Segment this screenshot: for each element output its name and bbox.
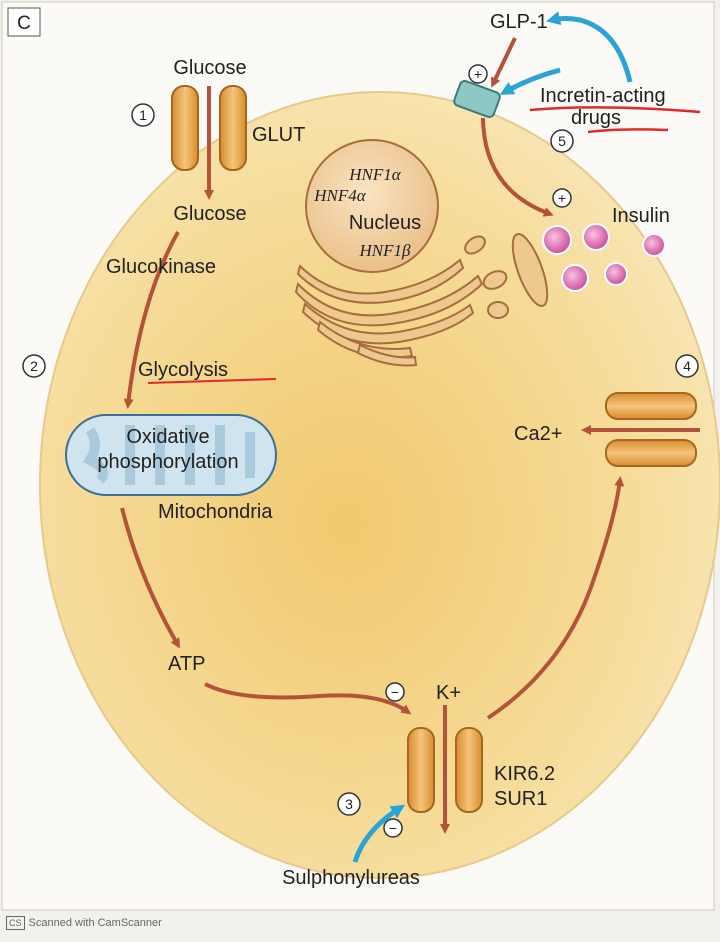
atp-production-arrow (120, 507, 181, 649)
incretin-underline-2 (587, 128, 669, 134)
step-2-marker: 2 (22, 354, 46, 378)
insulin-label: Insulin (612, 205, 670, 227)
incretin-underline-1 (529, 106, 701, 114)
panel-letter-box: C (7, 7, 41, 37)
hnf4a-label: HNF4α (313, 186, 367, 205)
minus-sulpho-circle (383, 818, 403, 838)
mitochondrion (65, 414, 277, 496)
incretin-label-line2: drugs (571, 107, 621, 129)
calcium-label-text: Ca2+ (514, 423, 562, 445)
glucokinase-label: Glucokinase (106, 256, 216, 278)
katp-channel (407, 727, 483, 813)
mitochondria-label: Mitochondria (158, 501, 273, 523)
step-3-marker: 3 (337, 792, 361, 816)
camscanner-logo: CS (6, 916, 25, 930)
scanner-footer: CS Scanned with CamScanner (6, 916, 162, 930)
calcium-channel (605, 392, 697, 467)
glp1-label: GLP-1 (490, 11, 548, 33)
receptor-to-insulin-arrow (481, 117, 554, 217)
oxidative-label: Oxidative (126, 426, 209, 448)
minus-sulpho-sign: − (389, 820, 397, 836)
nucleus-label: Nucleus (349, 212, 421, 234)
step-5-number: 5 (558, 133, 566, 149)
nucleus (305, 139, 439, 273)
plus-insulin-circle (552, 188, 572, 208)
endoplasmic-reticulum (294, 233, 549, 367)
step-4-number: 4 (683, 358, 691, 374)
atp-label: ATP (168, 653, 205, 675)
glp1-binding-arrow (491, 37, 517, 88)
panel-letter: C (17, 13, 31, 34)
glycolysis-label: Glycolysis (138, 359, 228, 381)
sulphonylureas-label: Sulphonylureas (282, 867, 420, 889)
sur-label: SUR1 (494, 788, 547, 810)
glycolysis-arrow (123, 231, 180, 409)
atp-to-katp-arrow (204, 682, 412, 715)
glycolysis-underline (147, 378, 277, 384)
kir-label: KIR6.2 (494, 763, 555, 785)
insulin-granules (542, 223, 666, 292)
incretin-to-receptor-arrow (499, 67, 561, 95)
step-3-number: 3 (345, 796, 353, 812)
depolarisation-arrow (486, 476, 625, 720)
hnf1b-label: HNF1β (359, 241, 412, 260)
glp1-receptor (453, 80, 501, 118)
plus-glp-sign: + (474, 66, 482, 82)
hnf1a-label: HNF1α (348, 165, 402, 184)
step-2-number: 2 (30, 358, 38, 374)
sulphonylurea-arrow (352, 804, 406, 863)
calcium-label: Ca2+ (514, 423, 562, 445)
plus-insulin-sign: + (558, 190, 566, 206)
scanner-footer-text: Scanned with CamScanner (28, 917, 162, 929)
glut-label: GLUT (252, 124, 305, 146)
glut-transporter (171, 85, 247, 171)
minus-katp-circle (385, 682, 405, 702)
step-4-marker: 4 (675, 354, 699, 378)
incretin-to-glp1-arrow (546, 11, 633, 83)
k-plus-label: K+ (436, 682, 461, 704)
glucose-top-label: Glucose (173, 57, 246, 79)
step-5-marker: 5 (550, 129, 574, 153)
minus-katp-sign: − (391, 684, 399, 700)
step-1-number: 1 (139, 107, 147, 123)
incretin-label-line1: Incretin-acting (540, 85, 666, 107)
phosphorylation-label: phosphorylation (97, 451, 238, 473)
beta-cell (39, 91, 720, 879)
step-1-marker: 1 (131, 103, 155, 127)
plus-glp-circle (468, 64, 488, 84)
glucose-inside-label: Glucose (173, 203, 246, 225)
